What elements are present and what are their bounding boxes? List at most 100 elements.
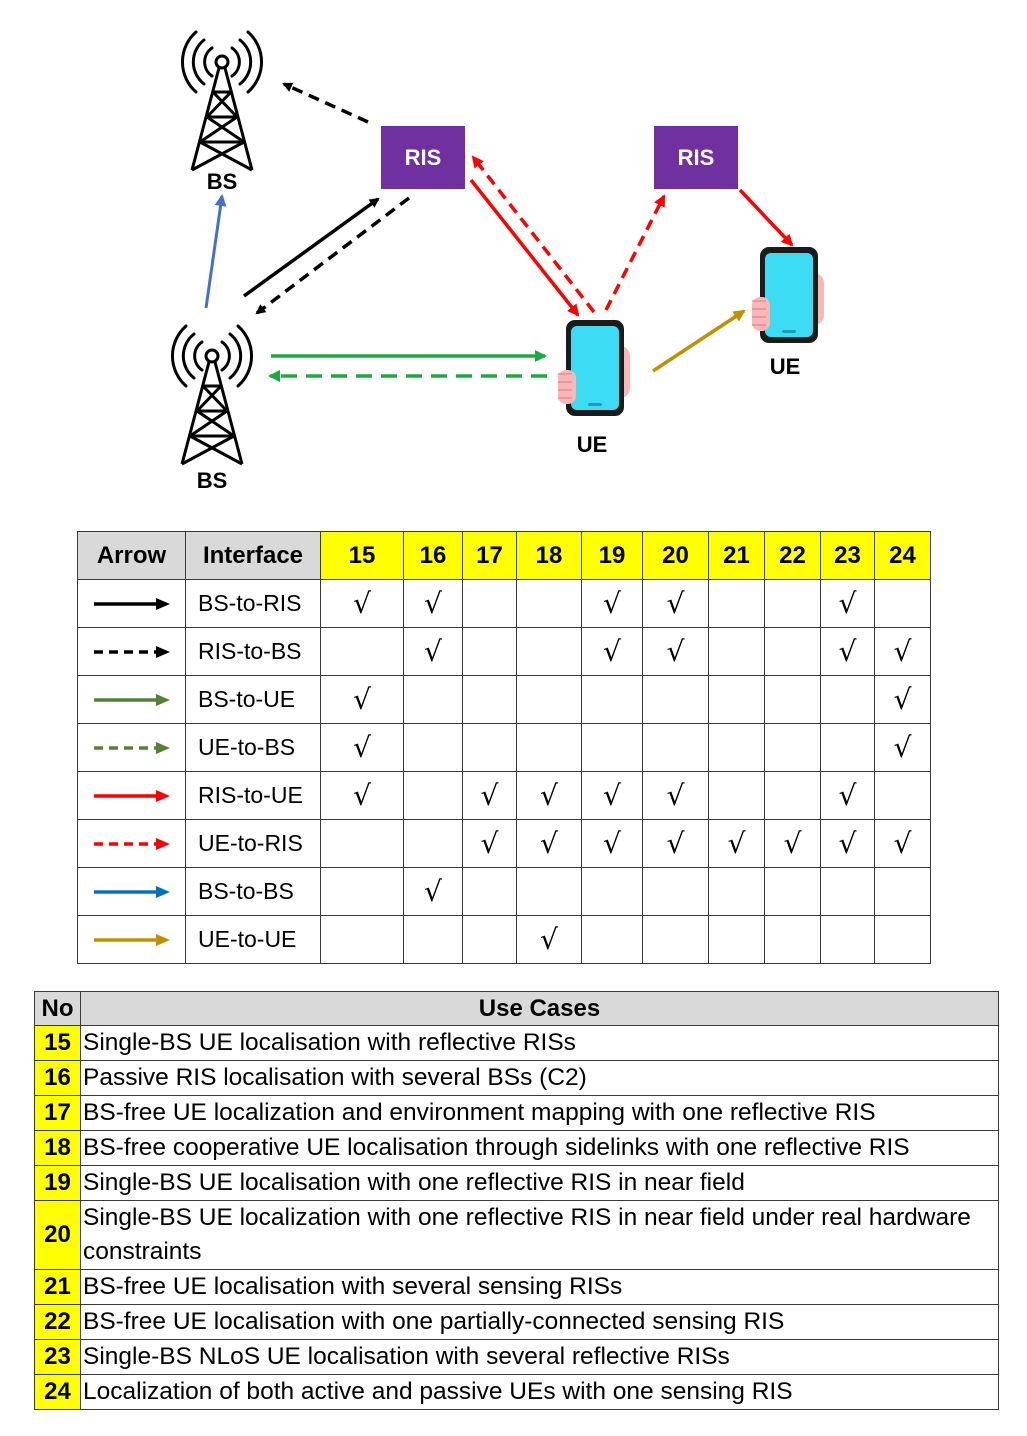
arrow-legend-cell xyxy=(77,915,186,964)
check-cell: √ xyxy=(516,819,582,868)
check-cell xyxy=(642,723,709,772)
check-cell xyxy=(516,723,582,772)
interface-row: BS-to-UE√√ xyxy=(77,675,931,724)
check-cell: √ xyxy=(764,819,821,868)
legend-arrow-icon xyxy=(93,693,170,706)
interface-row: BS-to-RIS√√√√√ xyxy=(77,579,931,628)
check-cell xyxy=(320,915,404,964)
header-no: No xyxy=(34,991,81,1026)
ris-left-label: RIS xyxy=(405,145,442,170)
use-case-description: BS-free cooperative UE localisation thro… xyxy=(80,1130,999,1166)
arrow-ue-to-ue xyxy=(652,309,746,373)
check-cell xyxy=(764,915,821,964)
use-case-number: 17 xyxy=(34,1095,81,1131)
ris-right-box xyxy=(654,126,738,189)
check-cell xyxy=(820,915,875,964)
interface-name: BS-to-BS xyxy=(185,867,321,916)
check-cell: √ xyxy=(708,819,765,868)
check-cell xyxy=(516,579,582,628)
check-cell xyxy=(708,579,765,628)
interface-row: BS-to-BS √ xyxy=(77,867,931,916)
header-use-cases: Use Cases xyxy=(80,991,999,1026)
check-cell: √ xyxy=(642,627,709,676)
ue-right-phone-icon xyxy=(751,246,825,344)
use-case-number: 15 xyxy=(34,1025,81,1061)
bs-top-label: BS xyxy=(207,169,238,194)
header-case-23: 23 xyxy=(820,531,875,580)
legend-arrow-icon xyxy=(93,741,170,754)
check-cell: √ xyxy=(320,723,404,772)
use-case-number: 20 xyxy=(34,1200,81,1270)
check-cell: √ xyxy=(874,675,931,724)
bs-bottom-label: BS xyxy=(197,468,228,493)
check-cell xyxy=(462,675,517,724)
check-cell: √ xyxy=(581,627,643,676)
check-cell xyxy=(320,867,404,916)
interface-name: UE-to-UE xyxy=(185,915,321,964)
use-case-description: BS-free UE localisation with several sen… xyxy=(80,1269,999,1305)
arrow-legend-cell xyxy=(77,627,186,676)
arrow-ris-to-ue-right xyxy=(738,188,794,247)
legend-arrow-icon xyxy=(93,789,170,802)
arrow-ris-to-ue xyxy=(469,178,580,317)
legend-arrow-icon xyxy=(93,645,170,658)
check-cell xyxy=(820,867,875,916)
interface-row: RIS-to-UE√√√√√√ xyxy=(77,771,931,820)
arrow-legend-cell xyxy=(77,819,186,868)
check-cell xyxy=(874,771,931,820)
check-cell xyxy=(708,771,765,820)
check-cell xyxy=(708,723,765,772)
check-cell xyxy=(764,675,821,724)
check-cell xyxy=(642,915,709,964)
check-cell xyxy=(764,579,821,628)
interface-row: UE-to-RIS√√√√√√√√ xyxy=(77,819,931,868)
check-cell: √ xyxy=(320,771,404,820)
arrow-legend-cell xyxy=(77,723,186,772)
network-diagram: BS BS RIS RIS UE UE xyxy=(170,30,825,493)
interface-row: UE-to-UE√ xyxy=(77,915,931,964)
check-cell: √ xyxy=(642,819,709,868)
check-cell xyxy=(581,675,643,724)
check-cell xyxy=(708,627,765,676)
check-cell xyxy=(708,915,765,964)
use-case-number: 23 xyxy=(34,1339,81,1375)
use-case-description: Single-BS UE localisation with one refle… xyxy=(80,1165,999,1201)
interface-name: BS-to-UE xyxy=(185,675,321,724)
check-cell xyxy=(462,867,517,916)
interface-name: RIS-to-BS xyxy=(185,627,321,676)
check-cell: √ xyxy=(874,723,931,772)
arrow-ris-to-bs-top xyxy=(282,82,369,124)
check-cell xyxy=(820,675,875,724)
check-cell: √ xyxy=(820,579,875,628)
check-cell xyxy=(462,627,517,676)
use-case-number: 18 xyxy=(34,1130,81,1166)
check-cell: √ xyxy=(581,579,643,628)
interface-name: RIS-to-UE xyxy=(185,771,321,820)
check-cell: √ xyxy=(403,867,463,916)
use-case-description: Single-BS NLoS UE localisation with seve… xyxy=(80,1339,999,1375)
check-cell: √ xyxy=(642,771,709,820)
check-cell: √ xyxy=(820,819,875,868)
header-case-18: 18 xyxy=(516,531,582,580)
use-case-number: 24 xyxy=(34,1374,81,1410)
header-case-15: 15 xyxy=(320,531,404,580)
use-case-number: 21 xyxy=(34,1269,81,1305)
check-cell xyxy=(708,675,765,724)
check-cell: √ xyxy=(403,579,463,628)
check-cell xyxy=(403,771,463,820)
legend-arrow-icon xyxy=(93,597,170,610)
check-cell xyxy=(516,627,582,676)
check-cell xyxy=(820,723,875,772)
header-interface: Interface xyxy=(185,531,321,580)
ue-center-label: UE xyxy=(577,432,608,457)
interface-row: UE-to-BS√√ xyxy=(77,723,931,772)
check-cell: √ xyxy=(462,771,517,820)
use-case-number: 16 xyxy=(34,1060,81,1096)
check-cell xyxy=(403,723,463,772)
